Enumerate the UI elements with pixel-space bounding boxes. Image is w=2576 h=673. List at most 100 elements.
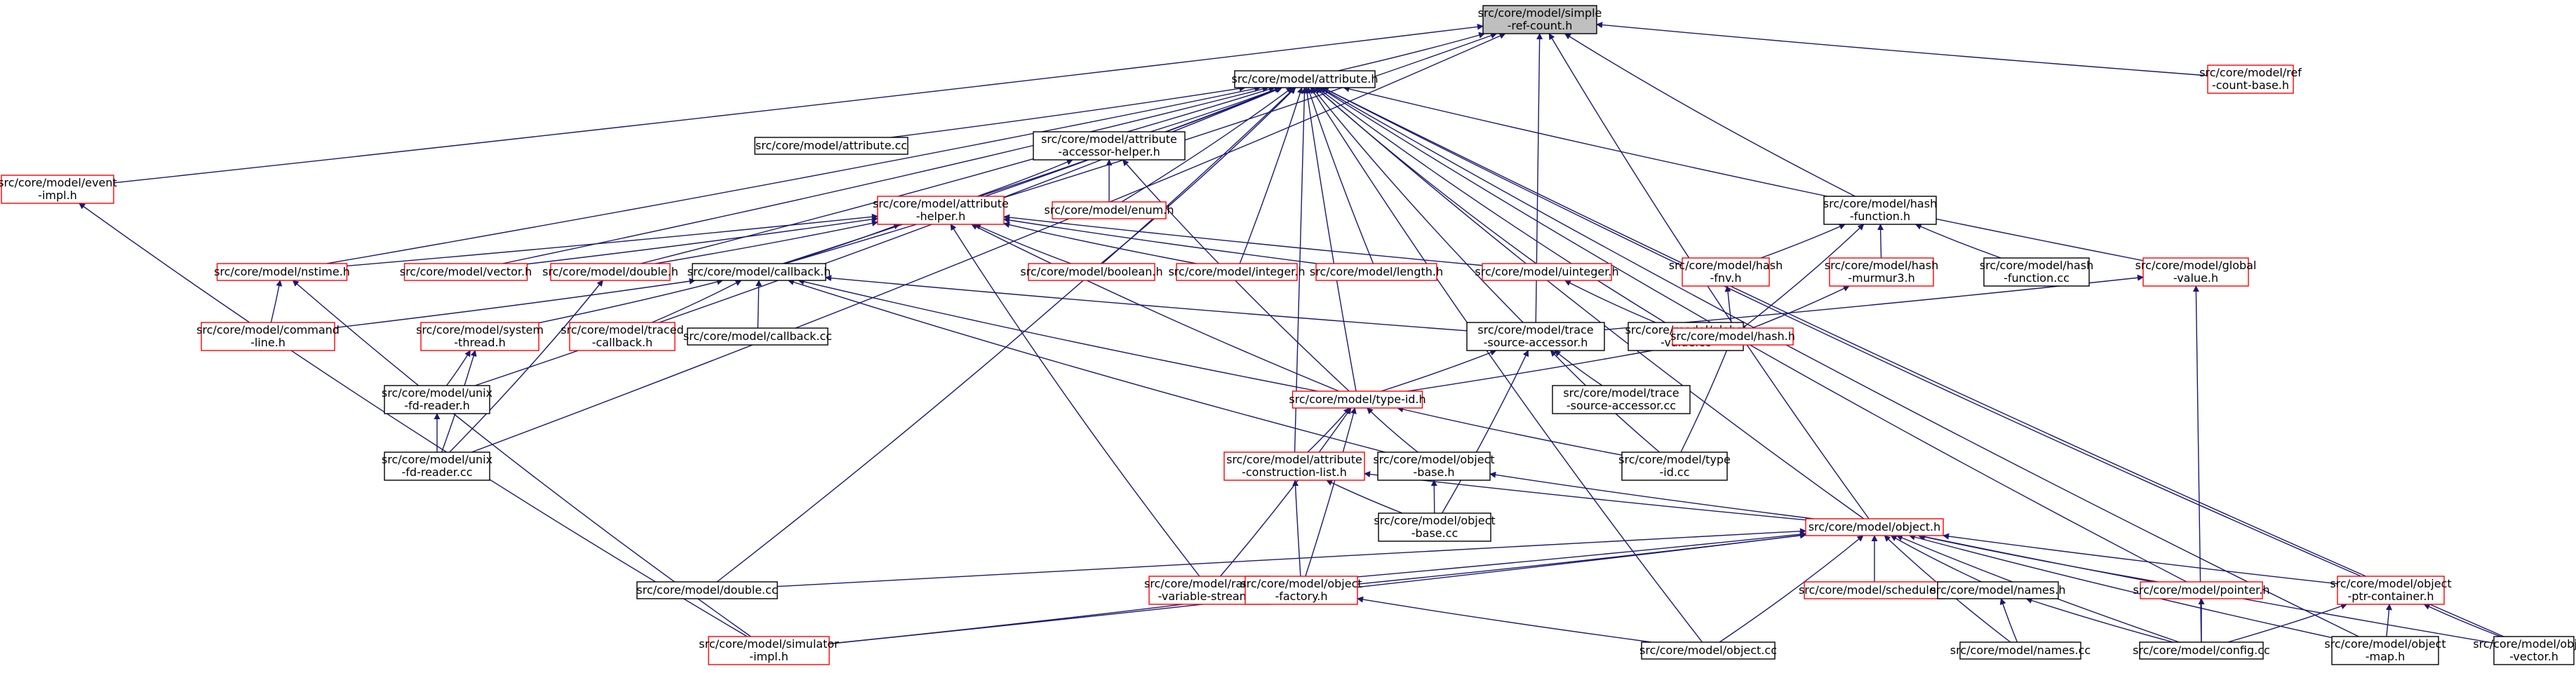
file-node-box: [2493, 636, 2575, 665]
file-node-label: -impl.h: [38, 189, 77, 202]
file-node-box: [2139, 641, 2264, 660]
file-node-double[interactable]: src/core/model/double.h: [542, 263, 678, 281]
file-node-cmdline[interactable]: src/core/model/command-line.h: [196, 322, 340, 351]
file-node-pointer[interactable]: src/core/model/pointer.h: [2133, 581, 2270, 599]
file-node-callback[interactable]: src/core/model/callback.h: [687, 263, 831, 281]
file-node-unixcc[interactable]: src/core/model/unix-fd-reader.cc: [382, 451, 492, 481]
include-edge: [1908, 533, 2333, 639]
file-node-namescc[interactable]: src/core/model/names.cc: [1950, 641, 2091, 660]
file-node-label: src/core/model/object: [1374, 514, 1495, 527]
file-node-hashfnv[interactable]: src/core/model/hash-fnv.h: [1669, 257, 1783, 287]
file-node-length[interactable]: src/core/model/length.h: [1310, 263, 1443, 281]
file-node-label: src/core/model/type-id.h: [1289, 393, 1425, 406]
file-node-objbase[interactable]: src/core/model/object-base.h: [1373, 451, 1495, 481]
file-node-tracecc[interactable]: src/core/model/trace-source-accessor.cc: [1552, 385, 1691, 414]
file-node-objvector[interactable]: src/core/model/object-vector.h: [2473, 636, 2576, 665]
file-node-label: -value.h: [2173, 271, 2218, 285]
file-node-attribute[interactable]: src/core/model/attribute.h: [1231, 70, 1378, 88]
file-node-box: [1234, 70, 1376, 88]
include-edge: [445, 350, 471, 386]
file-node-simimpl[interactable]: src/core/model/simulator-impl.h: [699, 636, 839, 665]
file-node-box: [1315, 263, 1437, 281]
file-node-box: [201, 322, 335, 351]
file-node-event[interactable]: src/core/model/event-impl.h: [0, 175, 117, 204]
include-edge: [1554, 350, 1603, 386]
file-node-label: src/core/model/simulator: [699, 637, 839, 651]
file-node-callbackcc[interactable]: src/core/model/callback.cc: [683, 327, 832, 346]
include-edge: [1312, 87, 1524, 323]
file-node-objfactory[interactable]: src/core/model/object-factory.h: [1240, 576, 1362, 605]
file-node-murmur[interactable]: src/core/model/hash-murmur3.h: [1825, 257, 1938, 287]
include-edge: [1760, 224, 1846, 259]
include-edge: [977, 159, 1073, 197]
file-node-label: src/core/model/hash: [1823, 197, 1937, 210]
file-node-label: -map.h: [2366, 650, 2406, 663]
file-node-label: -function.h: [1850, 210, 1910, 223]
include-edge: [1338, 32, 1486, 72]
file-node-boolean[interactable]: src/core/model/boolean.h: [1020, 263, 1163, 281]
file-node-label: -impl.h: [749, 650, 789, 663]
file-node-tracesrc[interactable]: src/core/model/trace-source-accessor.h: [1466, 322, 1605, 351]
include-edge: [1999, 598, 2018, 643]
file-node-globalval[interactable]: src/core/model/global-value.h: [2135, 257, 2257, 287]
include-edge: [640, 86, 1275, 264]
file-node-integer[interactable]: src/core/model/integer.h: [1168, 263, 1306, 281]
file-node-objectcc[interactable]: src/core/model/object.cc: [1639, 641, 1777, 660]
file-node-nstime[interactable]: src/core/model/nstime.h: [214, 263, 350, 281]
include-edge: [1003, 217, 1317, 264]
file-node-acchelper[interactable]: src/core/model/attribute-accessor-helper…: [1033, 131, 1186, 161]
file-node-label: -fd-reader.cc: [402, 465, 473, 479]
file-node-unixh[interactable]: src/core/model/unix-fd-reader.h: [382, 385, 492, 414]
file-node-enum[interactable]: src/core/model/enum.h: [1045, 201, 1174, 219]
file-node-hashh[interactable]: src/core/model/hash.h: [1670, 327, 1795, 346]
file-node-typeid[interactable]: src/core/model/type-id.h: [1289, 390, 1426, 409]
file-node-attrconst[interactable]: src/core/model/attribute-construction-li…: [1223, 451, 1365, 481]
include-edge: [1003, 214, 1483, 266]
file-node-box: [384, 451, 490, 481]
file-node-box: [1482, 5, 1597, 34]
file-node-simple[interactable]: src/core/model/simple-ref-count.h: [1478, 5, 1602, 34]
file-node-box: [2207, 64, 2294, 94]
include-edge: [270, 280, 283, 323]
include-edge: [79, 203, 748, 637]
file-node-box: [1805, 518, 1944, 536]
file-node-box: [1804, 581, 1945, 599]
file-node-attrhelper[interactable]: src/core/model/attribute-helper.h: [873, 196, 1009, 225]
file-node-box: [2142, 257, 2249, 287]
file-node-attrcc[interactable]: src/core/model/attribute.cc: [754, 137, 908, 155]
file-node-uinteger[interactable]: src/core/model/uinteger.h: [1475, 263, 1619, 281]
file-node-box: [1552, 385, 1691, 414]
file-node-ptrcont[interactable]: src/core/model/object-ptr-container.h: [2330, 576, 2452, 605]
file-node-label: -base.cc: [1411, 526, 1458, 540]
file-node-label: src/core/model/ref: [2199, 66, 2302, 79]
file-node-label: src/core/model/simple: [1478, 6, 1602, 20]
file-node-hashfn[interactable]: src/core/model/hash-function.h: [1823, 196, 1937, 225]
include-edge: [2385, 604, 2392, 637]
include-edge: [1322, 87, 2361, 577]
file-node-typeidcc[interactable]: src/core/model/type-id.cc: [1618, 451, 1731, 481]
file-node-objmap[interactable]: src/core/model/object-map.h: [2324, 636, 2446, 665]
file-node-label: -ptr-container.h: [2347, 590, 2434, 603]
file-node-vector[interactable]: src/core/model/vector.h: [400, 263, 532, 281]
file-node-scheduler[interactable]: src/core/model/scheduler.h: [1799, 581, 1950, 599]
file-node-doublecc[interactable]: src/core/model/double.cc: [636, 581, 778, 599]
include-edge: [2227, 603, 2348, 643]
include-edge: [1239, 87, 1303, 264]
file-node-object[interactable]: src/core/model/object.h: [1805, 518, 1944, 536]
file-node-label: src/core/model/double.cc: [636, 583, 777, 597]
file-node-label: src/core/model/object: [1240, 577, 1362, 590]
file-node-objbasecc[interactable]: src/core/model/object-base.cc: [1374, 512, 1496, 542]
include-edge: [527, 216, 878, 265]
include-edge: [1343, 86, 2144, 261]
file-node-configcc[interactable]: src/core/model/config.cc: [2133, 641, 2270, 660]
file-node-box: [420, 322, 539, 351]
file-node-systhread[interactable]: src/core/model/system-thread.h: [416, 322, 544, 351]
file-node-hashfncc[interactable]: src/core/model/hash-function.cc: [1980, 257, 2093, 287]
file-node-traced[interactable]: src/core/model/traced-callback.h: [561, 322, 684, 351]
file-node-box: [1245, 576, 1358, 605]
file-node-names[interactable]: src/core/model/names.h: [1931, 581, 2066, 599]
include-edge: [1724, 285, 1733, 329]
file-node-refbase[interactable]: src/core/model/ref-count-base.h: [2199, 64, 2302, 94]
file-node-box: [569, 322, 676, 351]
